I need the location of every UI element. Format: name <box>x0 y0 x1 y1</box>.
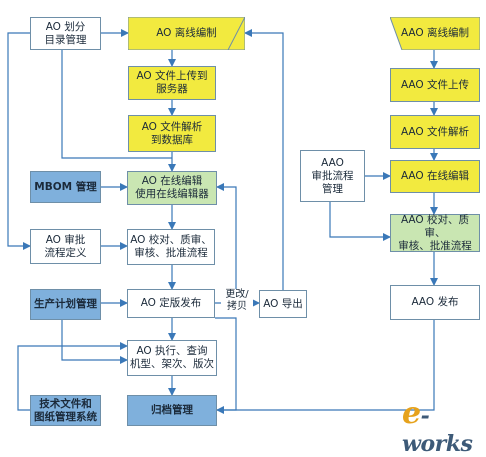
aao-upload-box[interactable]: AAO 文件上传 <box>390 68 480 102</box>
aao-review-box[interactable]: AAO 校对、质审、 审核、批准流程 <box>390 214 480 252</box>
archive-box[interactable]: 归档管理 <box>127 395 217 426</box>
aao-approval-box[interactable]: AAO 审批流程 管理 <box>300 150 365 202</box>
ao-catalog-box[interactable]: AO 划分 目录管理 <box>30 17 101 50</box>
ao-approval-def-box[interactable]: AO 审批 流程定义 <box>30 229 101 264</box>
aao-offline-edit-box[interactable]: AAO 离线编制 <box>390 17 480 50</box>
ao-offline-edit-box[interactable]: AO 离线编制 <box>128 17 245 50</box>
ao-review-box[interactable]: AO 校对、质审、 审核、批准流程 <box>127 229 215 265</box>
modify-copy-label: 更改/ 拷贝 <box>221 289 253 313</box>
aao-online-edit-box[interactable]: AAO 在线编辑 <box>390 160 480 193</box>
ao-online-edit-box[interactable]: AO 在线编辑 使用在线编辑器 <box>127 171 217 205</box>
ao-exec-query-box[interactable]: AO 执行、查询 机型、架次、版次 <box>127 340 217 376</box>
production-plan-box[interactable]: 生产计划管理 <box>30 289 101 320</box>
trapezoid-shape <box>128 17 245 50</box>
ao-release-box[interactable]: AO 定版发布 <box>127 289 215 318</box>
ao-offline-edit-label: AO 离线编制 <box>156 27 217 39</box>
aao-offline-edit-label: AAO 离线编制 <box>400 27 470 39</box>
ao-parse-box[interactable]: AO 文件解析 到数据库 <box>128 115 216 152</box>
trapezoid-shape <box>390 17 480 50</box>
ao-upload-box[interactable]: AO 文件上传到 服务器 <box>128 66 216 100</box>
e-works-logo: e-works <box>402 396 473 457</box>
ao-export-box[interactable]: AO 导出 <box>259 290 307 318</box>
aao-release-box[interactable]: AAO 发布 <box>390 285 480 320</box>
mbom-box[interactable]: MBOM 管理 <box>30 171 101 203</box>
tech-doc-box[interactable]: 技术文件和 图纸管理系统 <box>30 395 101 426</box>
connector-lines <box>7 29 438 414</box>
aao-parse-box[interactable]: AAO 文件解析 <box>390 115 480 149</box>
